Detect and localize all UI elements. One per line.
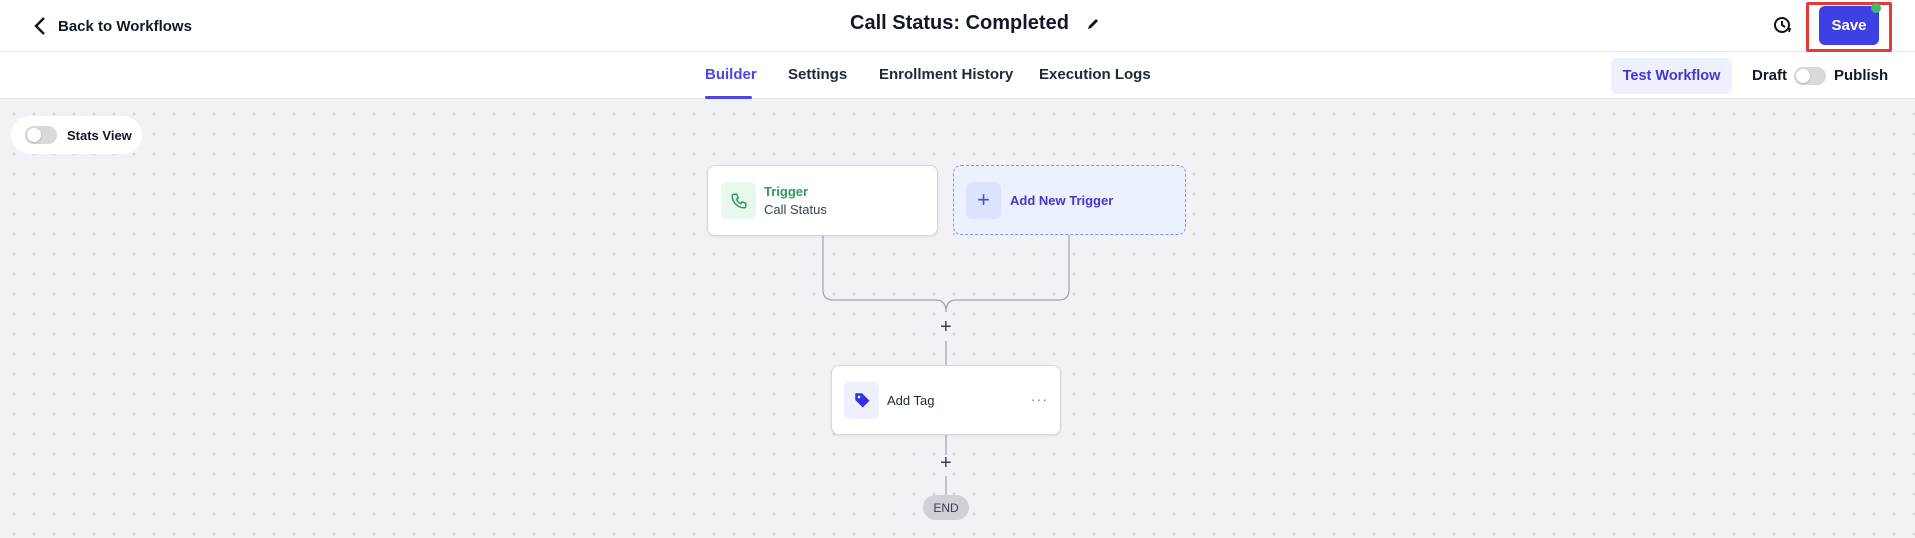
action-name: Add Tag [887,392,935,408]
trigger-card[interactable]: Trigger Call Status [707,165,938,236]
draft-label: Draft [1752,67,1788,84]
active-tab-indicator [705,96,752,99]
top-bar [0,0,1915,52]
add-new-trigger-button[interactable]: + Add New Trigger [953,165,1186,235]
save-highlight-box [1806,2,1892,52]
stats-view-toggle[interactable]: Stats View [11,116,142,154]
tab-enrollment-history[interactable]: Enrollment History [879,66,1014,83]
chevron-left-icon [34,17,45,35]
end-node: END [923,495,969,520]
stats-view-switch[interactable] [25,126,57,144]
back-label: Back to Workflows [58,17,192,35]
tab-settings[interactable]: Settings [788,66,848,83]
add-new-trigger-label: Add New Trigger [1010,192,1114,208]
publish-toggle[interactable] [1794,67,1826,85]
add-step-plus-icon[interactable]: + [940,452,952,474]
tab-execution-logs[interactable]: Execution Logs [1039,66,1151,83]
history-icon[interactable] [1772,15,1792,35]
add-step-plus-icon[interactable]: + [940,316,952,338]
test-workflow-button[interactable]: Test Workflow [1611,58,1732,94]
tag-icon [844,381,879,419]
action-card-add-tag[interactable]: Add Tag ··· [831,365,1061,435]
phone-icon [721,182,756,219]
workflow-title: Call Status: Completed [850,12,1100,35]
trigger-type-label: Trigger [764,184,809,199]
edit-pencil-icon[interactable] [1087,17,1100,30]
stats-view-label: Stats View [67,127,132,143]
plus-icon: + [966,181,1001,219]
unsaved-indicator-dot [1871,3,1881,13]
more-options-icon[interactable]: ··· [1031,391,1048,407]
tab-builder[interactable]: Builder [705,66,757,83]
save-button[interactable]: Save [1819,6,1879,45]
trigger-name: Call Status [764,202,827,217]
publish-label: Publish [1834,67,1889,84]
page-title: Call Status: Completed [850,12,1069,34]
tab-bar [0,52,1915,99]
back-to-workflows-link[interactable]: Back to Workflows [34,14,192,38]
